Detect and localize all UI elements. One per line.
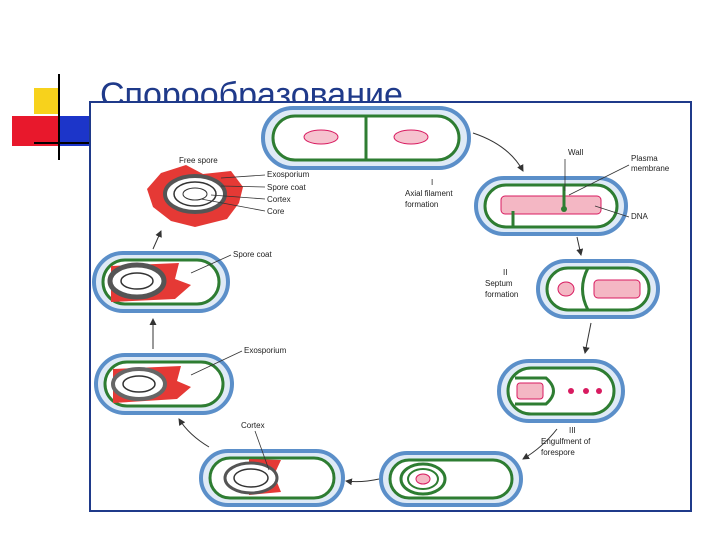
cell-cortex (199, 449, 345, 507)
label-exosporium-top: Exosporium (267, 170, 310, 179)
label-stage3-line1: Engulfment of (541, 437, 591, 446)
label-dna: DNA (631, 212, 649, 221)
label-cortex-top: Cortex (267, 195, 291, 204)
cell-spore-coat (92, 251, 230, 313)
figure-frame: Free spore Exosporium Spore coat Cortex … (89, 101, 692, 512)
accent-red-square (12, 116, 58, 146)
label-stage1-num: I (431, 178, 433, 187)
label-stage3-num: III (569, 426, 576, 435)
cell-stage-2 (536, 259, 660, 319)
cell-engulfment (497, 359, 625, 423)
label-exosporium-mid: Exosporium (244, 346, 287, 355)
label-core: Core (267, 207, 285, 216)
cell-stage-3 (379, 451, 523, 507)
sporulation-cycle-diagram: Free spore Exosporium Spore coat Cortex … (92, 106, 670, 507)
label-stage1-line1: Axial filament (405, 189, 453, 198)
label-cortex-bottom: Cortex (241, 421, 265, 430)
label-stage2-line2: formation (485, 290, 518, 299)
label-stage1-line2: formation (405, 200, 438, 209)
label-plasma-line1: Plasma (631, 154, 658, 163)
cell-vegetative (261, 106, 471, 170)
label-spore-coat-top: Spore coat (267, 183, 306, 192)
label-plasma-line2: membrane (631, 164, 670, 173)
free-spore (147, 165, 243, 227)
label-stage2-num: II (503, 268, 507, 277)
accent-vertical-line (58, 74, 60, 160)
cell-stage-1 (474, 176, 628, 236)
label-wall: Wall (568, 148, 583, 157)
accent-horizontal-line (34, 142, 98, 144)
label-stage2-line1: Septum (485, 279, 513, 288)
label-stage3-line2: forespore (541, 448, 575, 457)
cycle-arrows (149, 132, 592, 486)
label-free-spore: Free spore (179, 156, 218, 165)
cell-exosporium (94, 353, 234, 415)
accent-yellow-square (34, 88, 60, 114)
label-spore-coat-mid: Spore coat (233, 250, 272, 259)
leader-lines (190, 159, 630, 471)
